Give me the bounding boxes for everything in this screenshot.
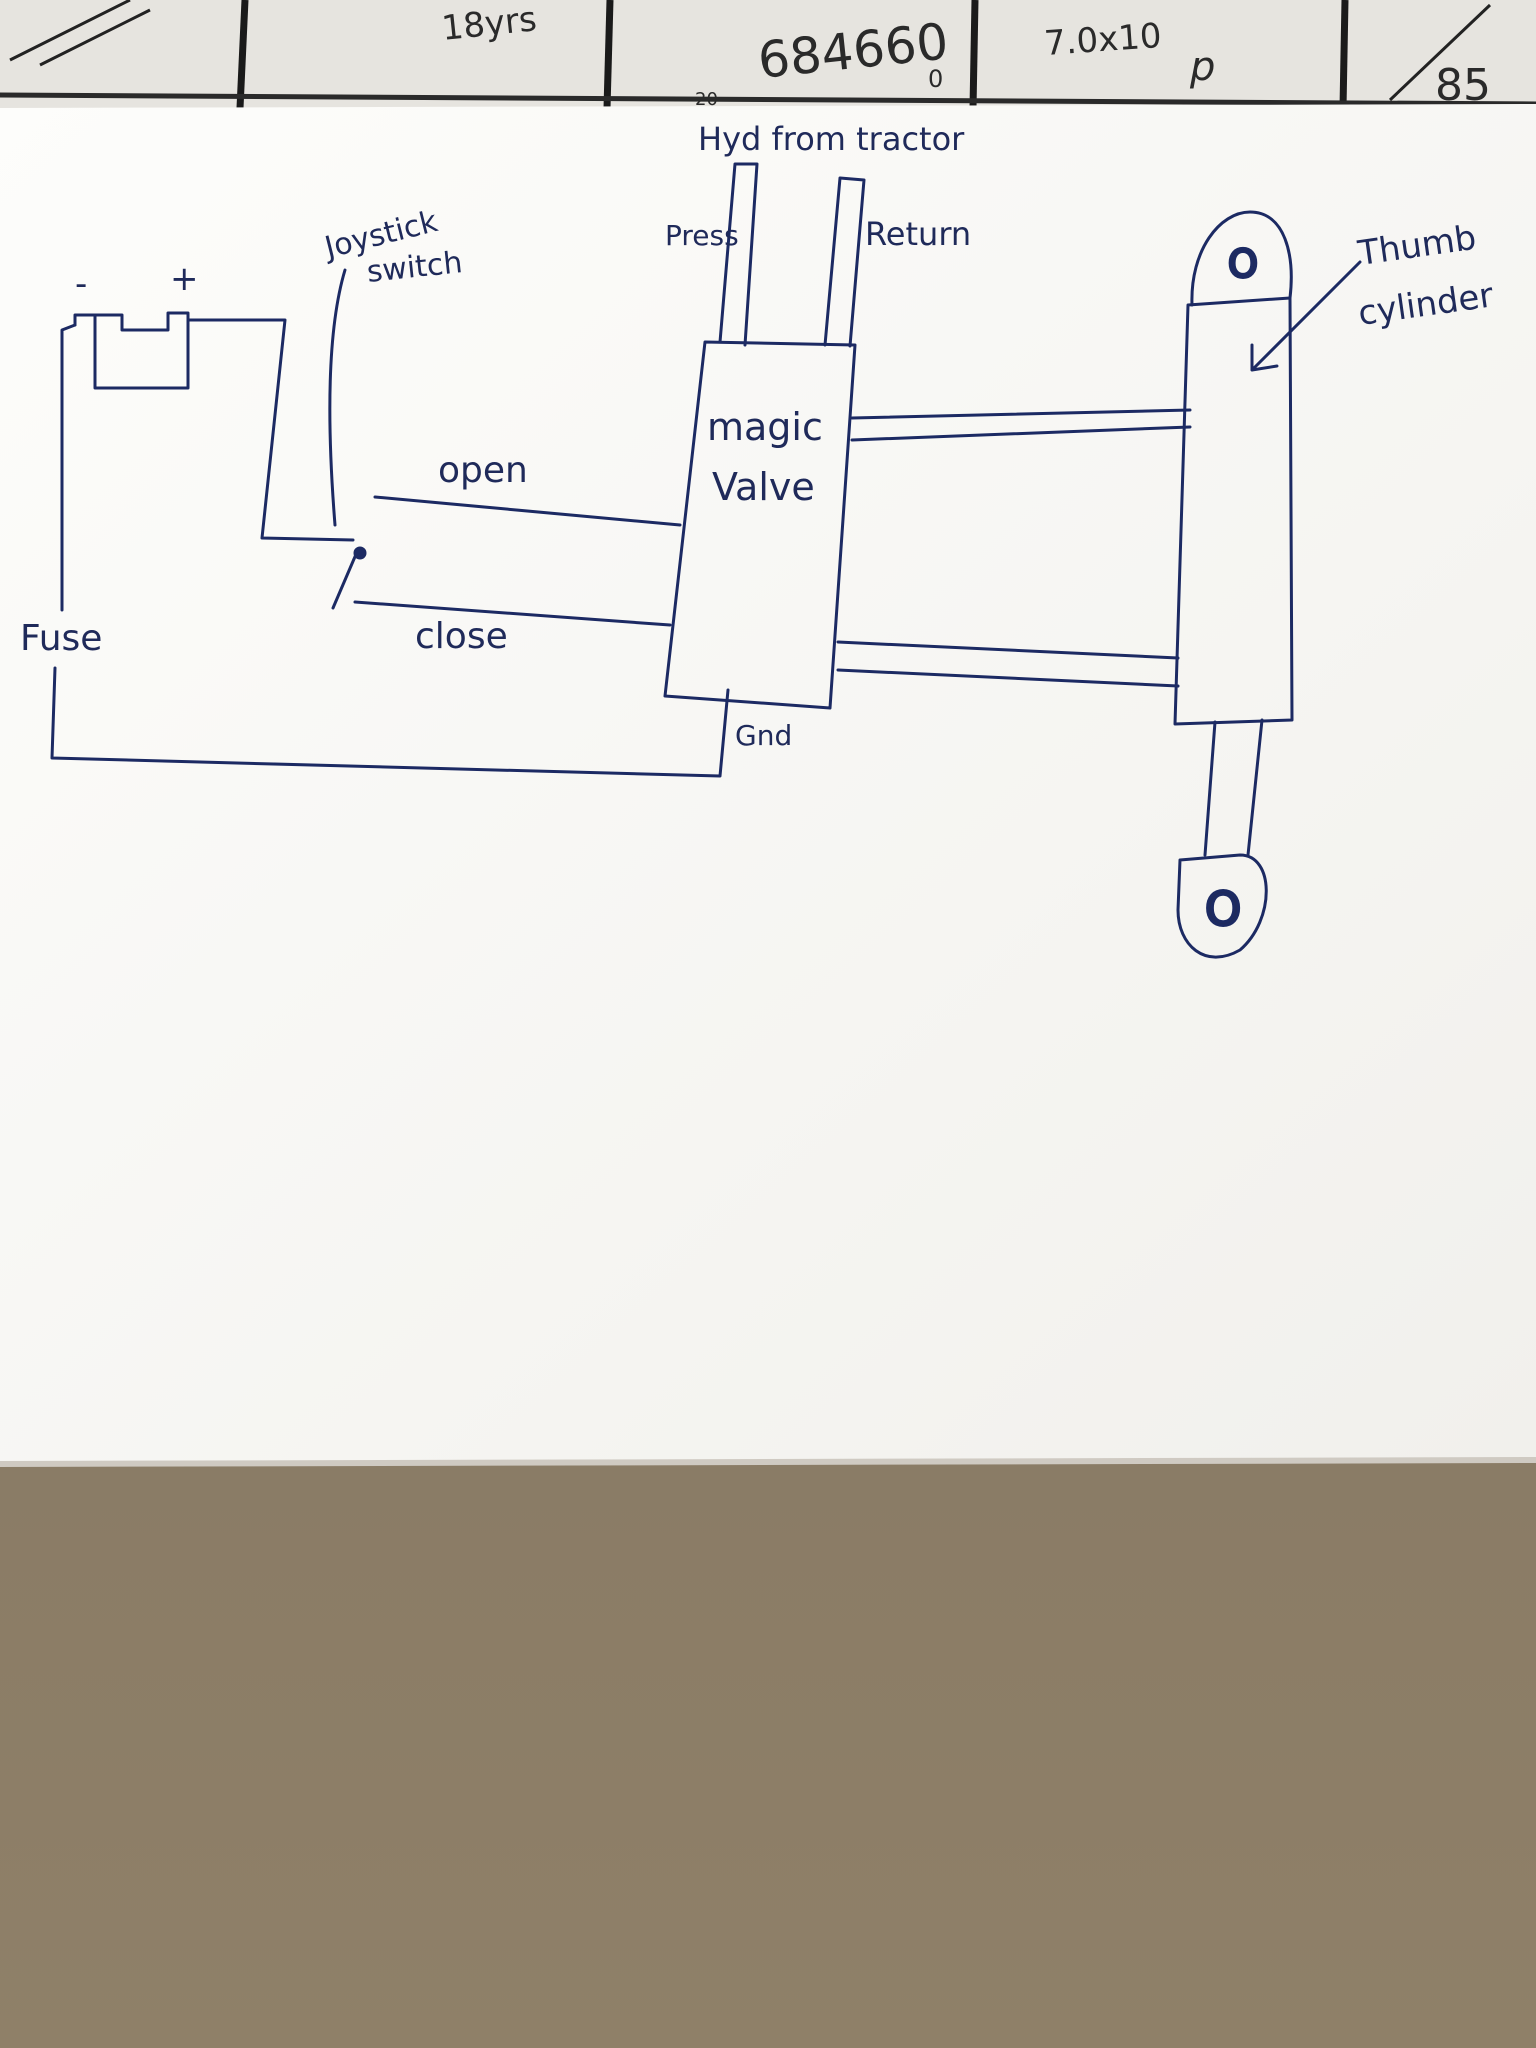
note-small-0: 0 <box>928 65 943 93</box>
close-label: close <box>415 616 508 657</box>
wire-battery-to-fuse <box>60 323 77 612</box>
battery-minus-label: - <box>75 264 87 304</box>
note-right: 85 <box>1435 60 1491 111</box>
thumb-cylinder-body <box>1173 296 1294 726</box>
valve-cylinder-line-lower-b <box>836 668 1180 688</box>
cylinder-bottom-eye-icon: O <box>1205 882 1241 936</box>
battery-symbol <box>73 311 190 390</box>
hyd-from-tractor-label: Hyd from tractor <box>698 120 965 158</box>
joystick-switch-contact <box>331 550 359 610</box>
joystick-switch-pivot <box>353 546 367 560</box>
open-label: open <box>438 450 528 491</box>
ground-label: Gnd <box>735 719 792 752</box>
cylinder-top-eye-icon: O <box>1228 242 1258 286</box>
wire-battery-to-switch <box>186 318 355 542</box>
thumb-cylinder-arrow <box>1250 260 1362 372</box>
wire-open <box>373 495 682 527</box>
note-small-20: 20 <box>695 89 718 110</box>
top-sheet-bottom-line <box>0 92 1536 107</box>
battery-plus-label: + <box>170 259 199 299</box>
note-p: p <box>1189 44 1215 90</box>
top-sheet-grid-lines <box>236 0 1349 109</box>
magic-valve-box <box>663 340 857 710</box>
hyd-pressure-line <box>718 162 759 347</box>
cylinder-bottom-mount <box>1176 853 1268 959</box>
return-label: Return <box>865 215 971 253</box>
pressure-label: Press <box>665 219 739 252</box>
wire-fuse-to-ground <box>50 666 730 778</box>
hyd-return-line <box>823 176 866 348</box>
wire-close <box>353 600 672 627</box>
valve-label-line2: Valve <box>712 465 815 509</box>
valve-label-line1: magic <box>707 405 823 449</box>
top-sheet <box>0 0 1536 112</box>
top-sheet-scribbles <box>9 0 1492 102</box>
joystick-leader-line <box>328 268 347 527</box>
valve-cylinder-line-upper-a <box>850 408 1192 420</box>
paper-sheet <box>0 104 1536 1465</box>
cylinder-rod <box>1203 718 1264 857</box>
note-size: 7.0x10 <box>1043 16 1163 64</box>
valve-cylinder-line-upper-b <box>850 425 1192 442</box>
fuse-label: Fuse <box>20 618 102 659</box>
cylinder-top-mount <box>1190 210 1293 307</box>
paper-bottom-edge <box>0 1457 1536 1467</box>
valve-cylinder-line-lower-a <box>836 640 1180 660</box>
